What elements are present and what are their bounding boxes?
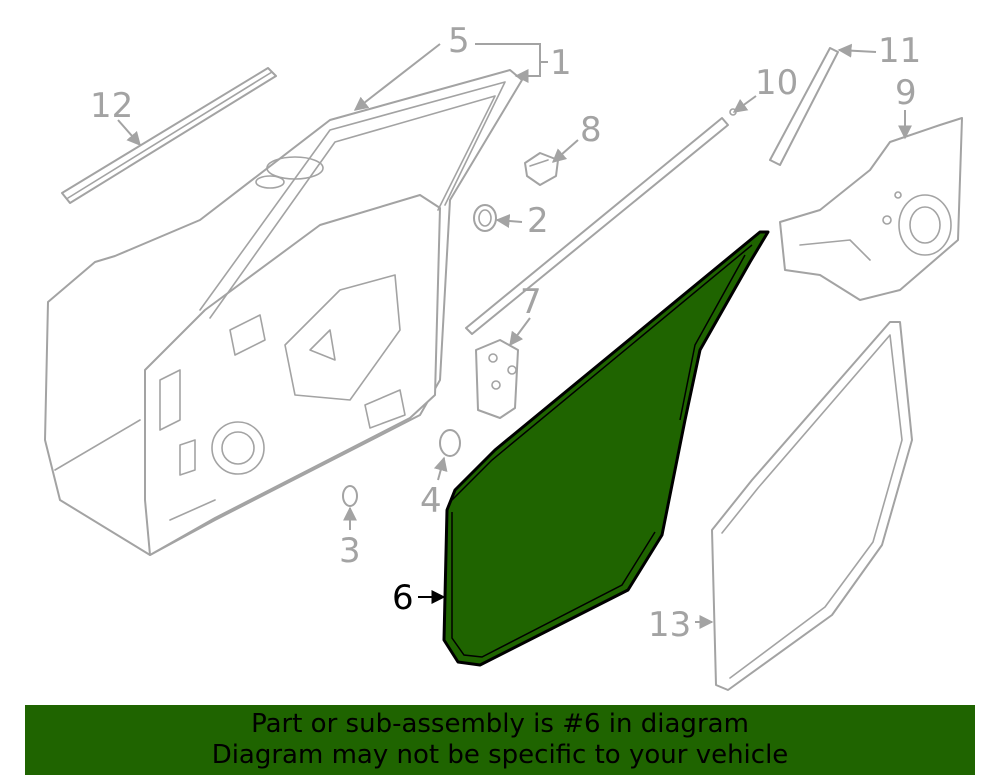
callout-12: 12	[90, 86, 133, 126]
leader-lines	[117, 43, 912, 629]
callout-13: 13	[648, 605, 691, 645]
callout-3: 3	[339, 531, 361, 571]
banner-line-1: Part or sub-assembly is #6 in diagram	[251, 709, 749, 739]
callout-2: 2	[527, 201, 549, 241]
callout-9: 9	[895, 73, 917, 113]
plug-part-3	[342, 485, 358, 507]
part-info-banner: Part or sub-assembly is #6 in diagram Di…	[25, 705, 975, 775]
belt-molding-part-12	[61, 67, 277, 204]
weatherstrip-part-6-highlighted	[442, 230, 770, 667]
callout-8: 8	[580, 110, 602, 150]
callout-6: 6	[392, 578, 414, 618]
bracket-part-7	[475, 339, 519, 419]
callout-1: 1	[550, 43, 572, 83]
callout-7: 7	[520, 282, 542, 322]
grommet-part-2	[473, 204, 497, 232]
callout-4: 4	[420, 481, 442, 521]
clip-part-8	[524, 152, 559, 186]
parts-diagram: 5 1 12 8 2 10 11 9 7 4 3 13 6	[44, 21, 963, 691]
banner-line-2: Diagram may not be specific to your vehi…	[211, 740, 789, 770]
opening-weatherstrip-part-13	[711, 321, 913, 691]
callout-10: 10	[755, 63, 798, 103]
inner-cover-part-9	[779, 117, 963, 301]
plug-part-4	[439, 429, 461, 457]
callout-11: 11	[878, 31, 921, 71]
door-shell-part-1	[44, 69, 523, 556]
callout-5: 5	[448, 21, 470, 61]
